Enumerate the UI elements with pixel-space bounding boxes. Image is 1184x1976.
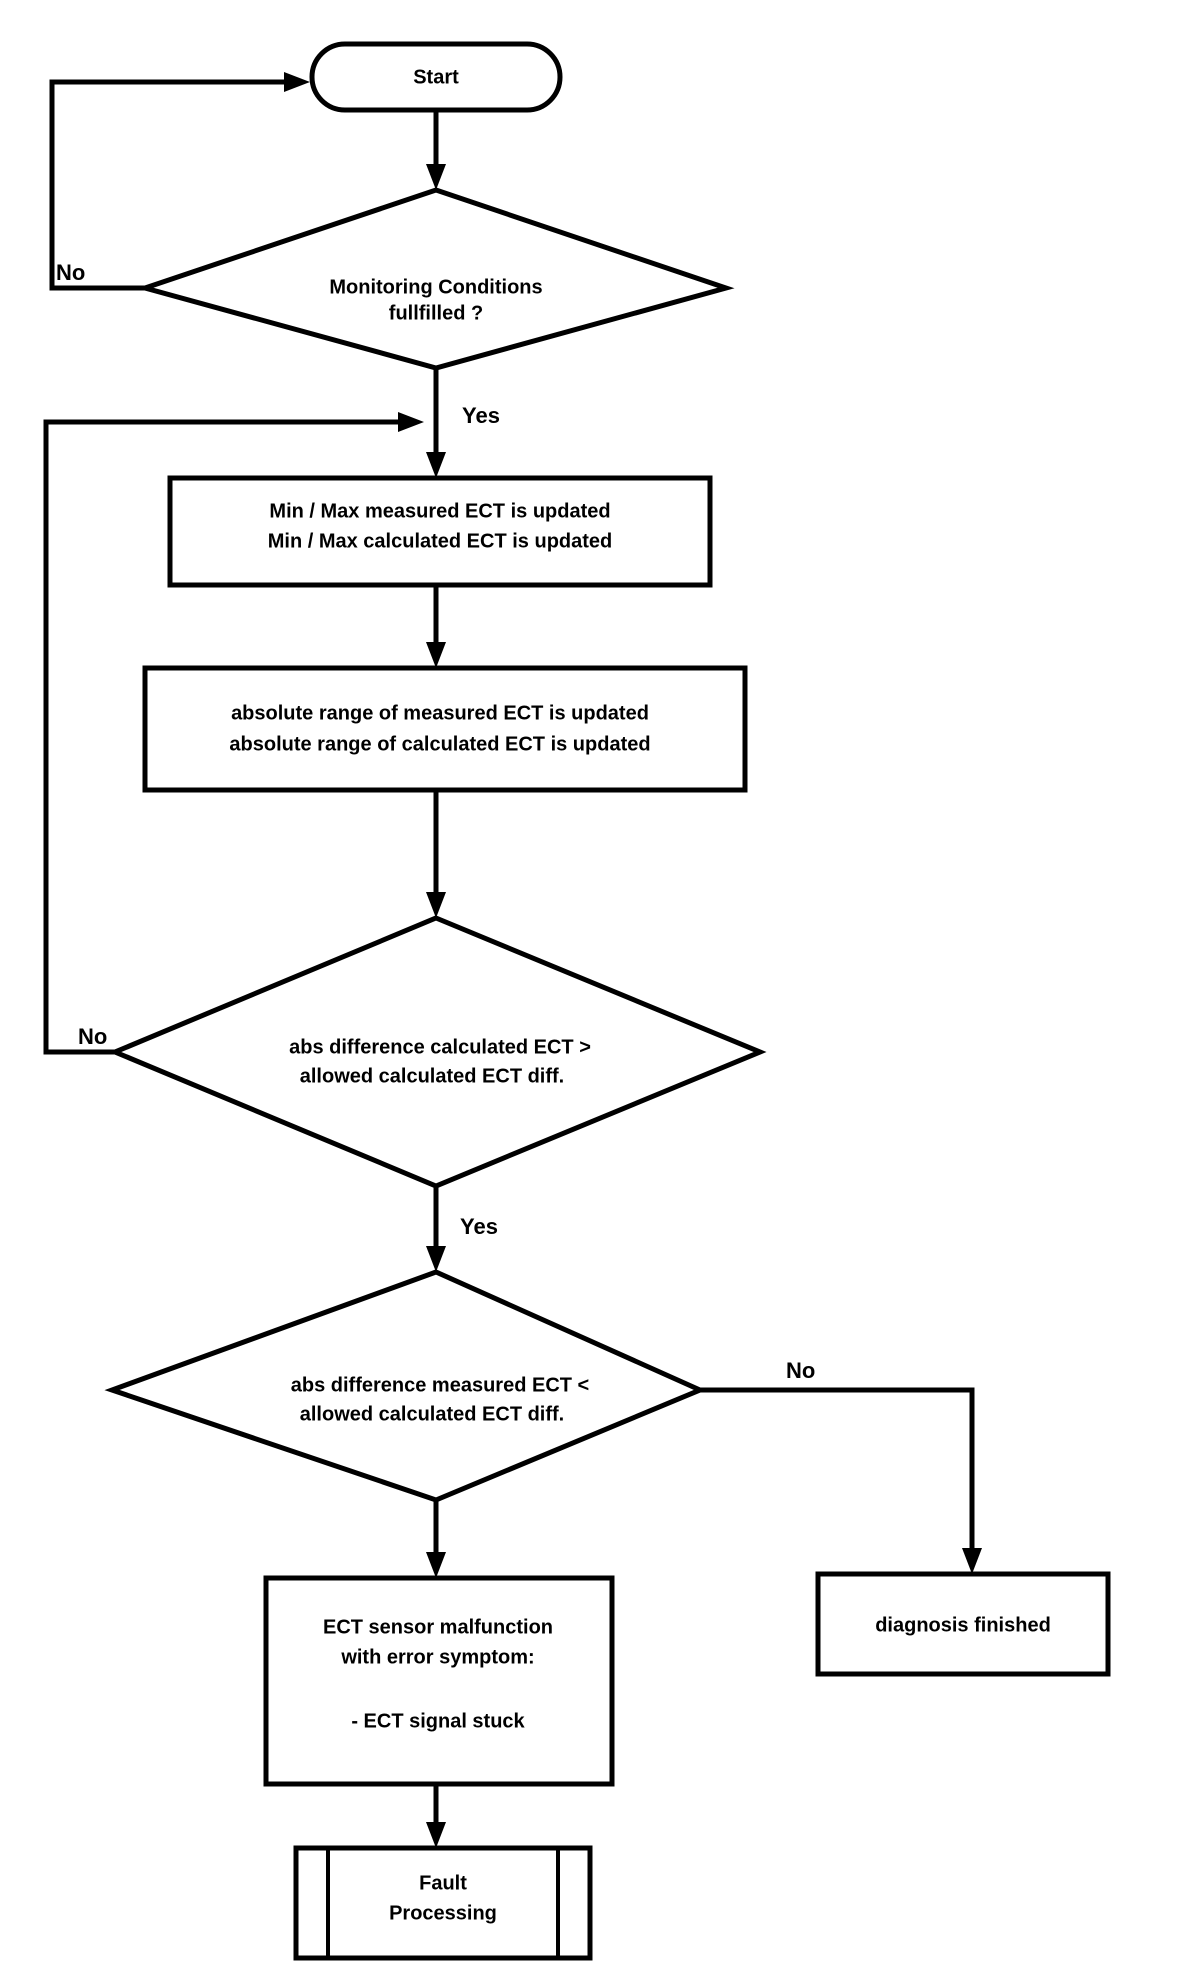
node-decision-calc-diff-line2: allowed calculated ECT diff. (300, 1065, 565, 1087)
connector-calcdiff-no-loop (43, 412, 424, 1055)
node-decision-meas-diff-line1: abs difference measured ECT < (291, 1374, 589, 1396)
node-predefined-fault-processing-line1: Fault (419, 1872, 467, 1894)
node-predefined-fault-processing[interactable]: Fault Processing (293, 1845, 593, 1961)
node-decision-calc-diff-line1: abs difference calculated ECT > (289, 1036, 591, 1058)
node-decision-meas-diff-line2: allowed calculated ECT diff. (300, 1403, 565, 1425)
node-decision-monitoring-line2: fullfilled ? (389, 302, 483, 324)
node-predefined-fault-processing-line2: Processing (389, 1902, 497, 1924)
node-decision-monitoring-line1: Monitoring Conditions (329, 276, 542, 298)
edge-label-calcdiff-yes: Yes (460, 1214, 498, 1239)
edge-label-monitoring-no: No (56, 260, 85, 285)
node-process-malfunction-line1: ECT sensor malfunction (323, 1616, 553, 1638)
connector-malfunction-to-faultprocessing (426, 1784, 446, 1848)
node-decision-calc-diff[interactable]: abs difference calculated ECT > allowed … (108, 915, 767, 1189)
node-process-absrange[interactable]: absolute range of measured ECT is update… (142, 665, 748, 793)
node-decision-meas-diff[interactable]: abs difference measured ECT < allowed ca… (104, 1269, 707, 1503)
connector-minmax-to-absrange (426, 585, 446, 668)
node-start[interactable]: Start (309, 41, 563, 113)
node-process-diagnosis-finished-label: diagnosis finished (875, 1614, 1051, 1636)
node-process-absrange-line2: absolute range of calculated ECT is upda… (229, 733, 650, 755)
connector-absrange-to-calcdiff (426, 790, 446, 918)
node-process-minmax[interactable]: Min / Max measured ECT is updated Min / … (167, 475, 713, 588)
node-process-diagnosis-finished[interactable]: diagnosis finished (815, 1571, 1111, 1677)
connector-measdiff-no-to-diagnosis (700, 1387, 982, 1574)
node-process-absrange-line1: absolute range of measured ECT is update… (231, 702, 649, 724)
connector-measdiff-yes-to-malfunction (426, 1500, 446, 1578)
connector-calcdiff-yes-to-measdiff (426, 1186, 446, 1272)
node-start-label: Start (413, 66, 459, 88)
node-process-malfunction-line4: - ECT signal stuck (351, 1710, 525, 1732)
edge-label-measdiff-no: No (786, 1358, 815, 1383)
node-decision-monitoring[interactable]: Monitoring Conditions fullfilled ? (136, 187, 735, 371)
node-process-malfunction-line2: with error symptom: (340, 1646, 534, 1668)
edge-label-monitoring-yes: Yes (462, 403, 500, 428)
edge-label-calcdiff-no: No (78, 1024, 107, 1049)
node-process-minmax-line2: Min / Max calculated ECT is updated (268, 530, 613, 552)
connector-monitoring-no-loop (49, 72, 310, 291)
connector-monitoring-yes (426, 368, 446, 478)
connector-start-to-monitoring (426, 110, 446, 190)
node-process-malfunction[interactable]: ECT sensor malfunction with error sympto… (263, 1575, 615, 1787)
node-process-minmax-line1: Min / Max measured ECT is updated (269, 500, 610, 522)
